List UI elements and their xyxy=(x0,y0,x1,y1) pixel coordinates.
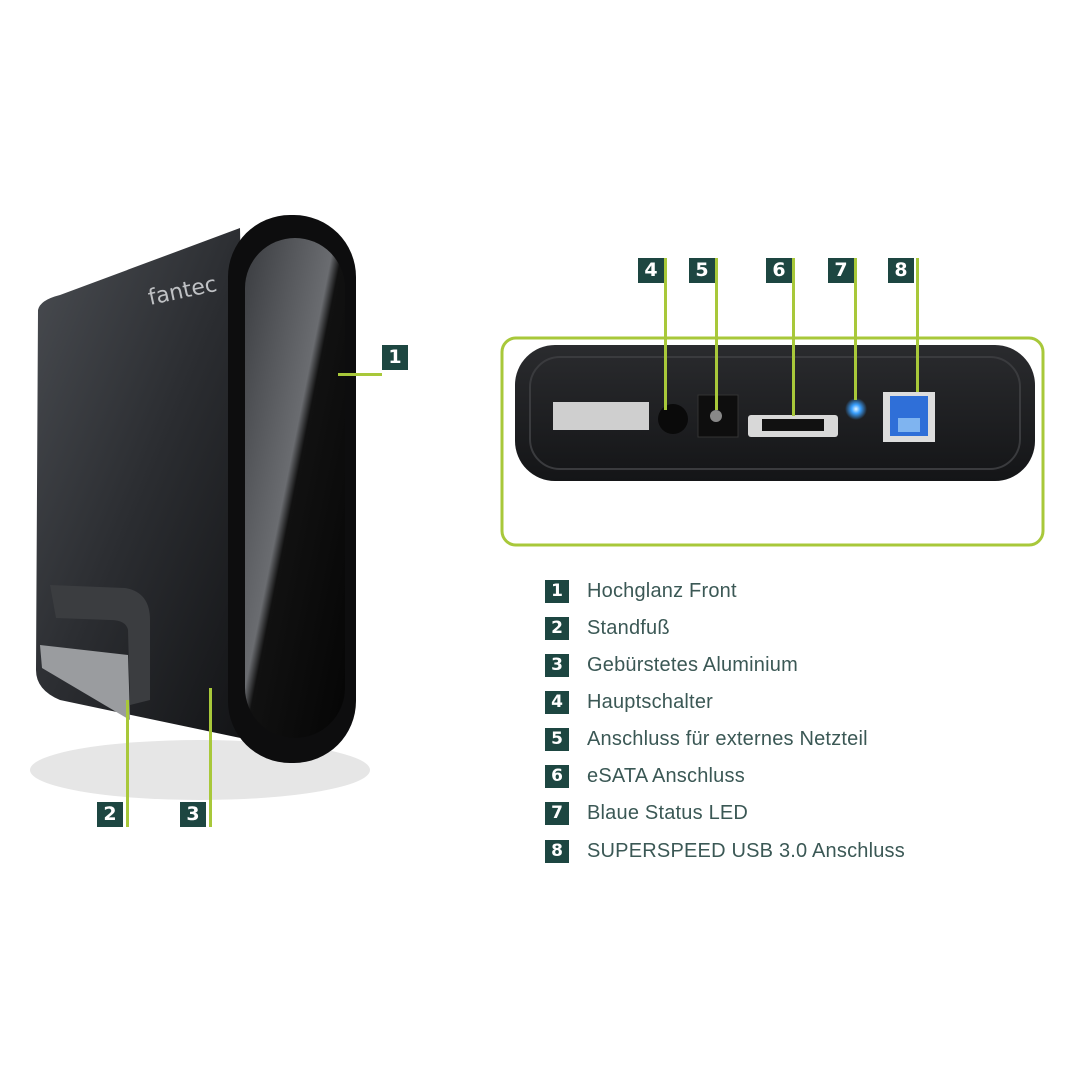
legend-item: 8 SUPERSPEED USB 3.0 Anschluss xyxy=(545,838,905,864)
legend-badge: 6 xyxy=(545,764,569,788)
power-switch xyxy=(658,404,688,434)
callout-line-3 xyxy=(209,688,212,827)
legend-badge: 4 xyxy=(545,690,569,714)
callout-line-8 xyxy=(916,258,919,392)
legend-label: Gebürstetes Aluminium xyxy=(587,653,798,676)
callout-line-6 xyxy=(792,258,795,416)
drive-front-view: fantec xyxy=(30,215,370,800)
legend-badge: 5 xyxy=(545,727,569,751)
legend-badge: 8 xyxy=(545,839,569,863)
callout-line-7 xyxy=(854,258,857,400)
legend-item: 4 Hauptschalter xyxy=(545,689,713,715)
callout-badge-4: 4 xyxy=(638,258,664,283)
callout-badge-7: 7 xyxy=(828,258,854,283)
legend-item: 6 eSATA Anschluss xyxy=(545,763,745,789)
status-led xyxy=(845,398,867,420)
legend-label: eSATA Anschluss xyxy=(587,764,745,787)
legend-item: 1 Hochglanz Front xyxy=(545,578,737,604)
legend-badge: 3 xyxy=(545,653,569,677)
legend-label: Standfuß xyxy=(587,616,670,639)
legend-item: 3 Gebürstetes Aluminium xyxy=(545,652,798,678)
callout-badge-2: 2 xyxy=(97,802,123,827)
legend-item: 5 Anschluss für externes Netzteil xyxy=(545,726,868,752)
callout-badge-8: 8 xyxy=(888,258,914,283)
callout-badge-3: 3 xyxy=(180,802,206,827)
legend-badge: 1 xyxy=(545,579,569,603)
legend-badge: 7 xyxy=(545,801,569,825)
legend-label: SUPERSPEED USB 3.0 Anschluss xyxy=(587,839,905,862)
legend-label: Blaue Status LED xyxy=(587,801,749,824)
legend-label: Hauptschalter xyxy=(587,690,713,713)
callout-badge-6: 6 xyxy=(766,258,792,283)
legend-label: Anschluss für externes Netzteil xyxy=(587,727,868,750)
callout-line-5 xyxy=(715,258,718,410)
callout-badge-5: 5 xyxy=(689,258,715,283)
callout-badge-1: 1 xyxy=(382,345,408,370)
legend-item: 7 Blaue Status LED xyxy=(545,800,748,826)
legend-badge: 2 xyxy=(545,616,569,640)
drive-back-view xyxy=(500,336,1045,547)
product-label xyxy=(553,402,649,430)
legend-label: Hochglanz Front xyxy=(587,579,737,602)
callout-line-2 xyxy=(126,700,129,827)
callout-line-1 xyxy=(338,373,382,376)
legend-item: 2 Standfuß xyxy=(545,615,670,641)
callout-line-4 xyxy=(664,258,667,410)
